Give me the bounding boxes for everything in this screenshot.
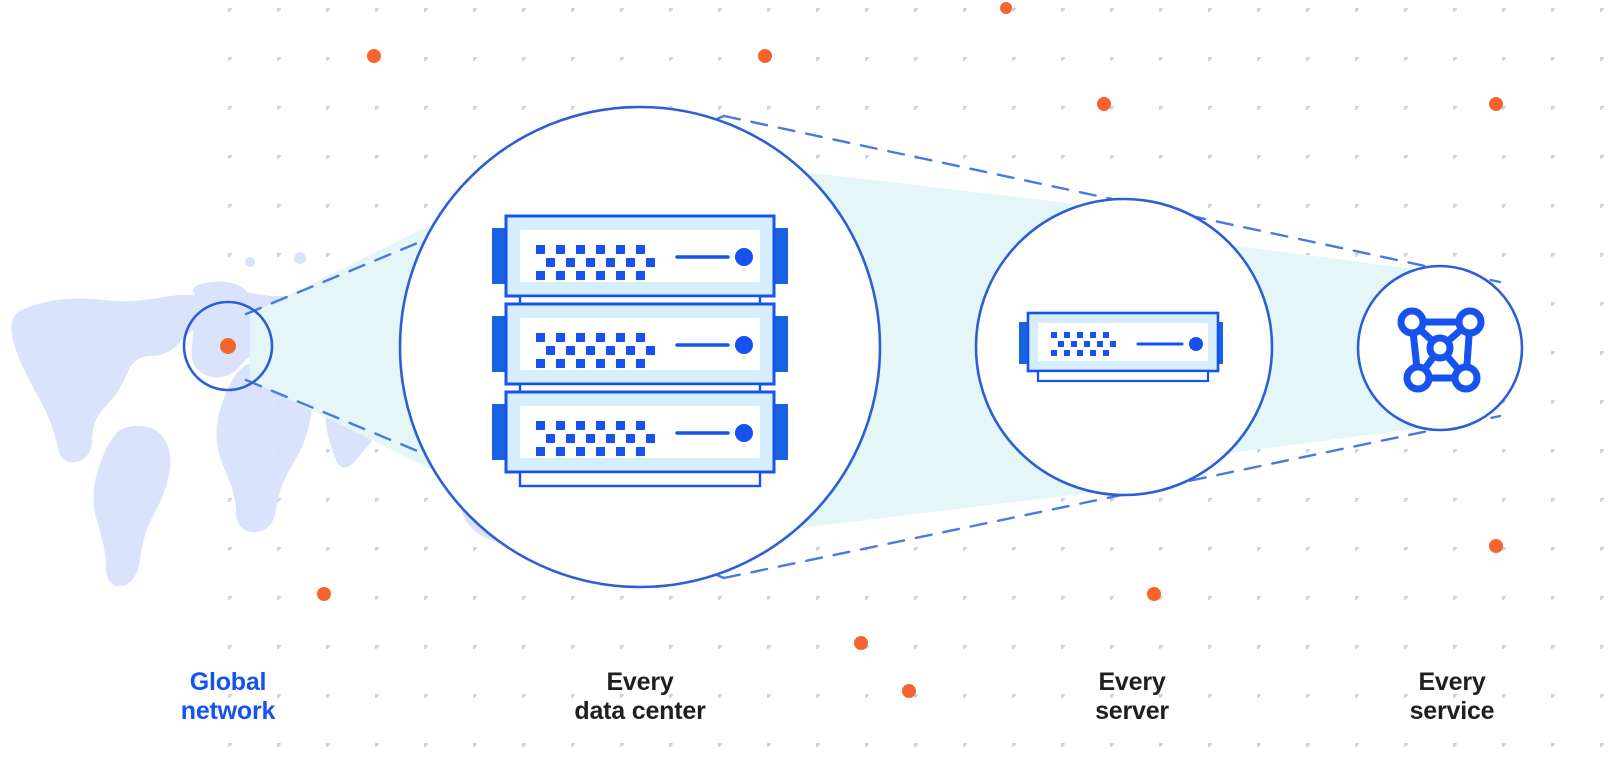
server-unit xyxy=(492,390,788,474)
status-dot xyxy=(735,424,753,442)
server-rack-icon xyxy=(492,214,788,488)
network-nodes-icon xyxy=(1397,307,1485,393)
vent-grid xyxy=(536,333,655,368)
server-unit xyxy=(492,302,788,386)
server-unit xyxy=(492,214,788,298)
global-marker-icon xyxy=(220,338,236,354)
status-dot xyxy=(735,248,753,266)
status-dot xyxy=(1189,337,1203,351)
vent-grid xyxy=(1051,332,1116,356)
stage-circle-global-network xyxy=(182,300,274,392)
vent-grid xyxy=(536,245,655,280)
highlight-dots xyxy=(317,2,1503,698)
vent-grid xyxy=(536,421,655,456)
status-dot xyxy=(735,336,753,354)
single-server-icon xyxy=(1019,311,1223,383)
